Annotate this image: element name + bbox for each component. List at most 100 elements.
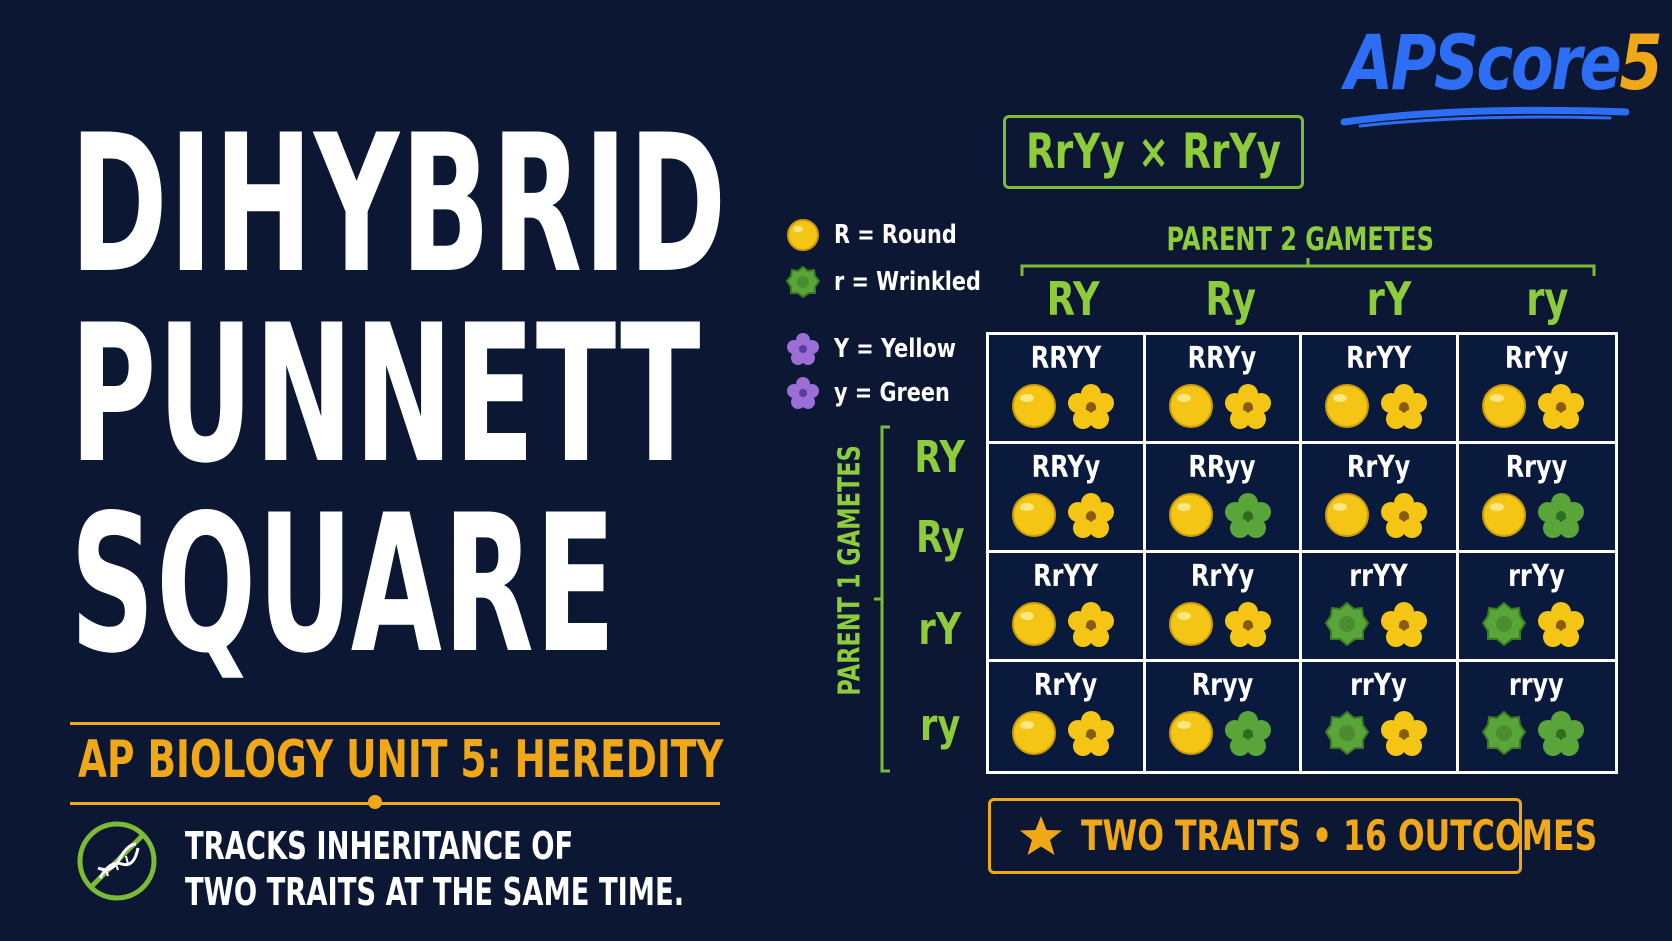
- wrinkled-seed-icon: [1481, 710, 1526, 756]
- logo-swoosh-icon: [1340, 106, 1630, 128]
- yellow-flower-icon: [1381, 384, 1427, 429]
- phenotype-icons: [1011, 492, 1115, 540]
- legend-yellow: Y = Yellow: [786, 332, 987, 366]
- punnett-cell: rrYy: [1302, 662, 1459, 771]
- round-seed-icon: [1012, 493, 1056, 537]
- phenotype-icons: [1324, 383, 1428, 431]
- yellow-flower-icon: [1381, 602, 1427, 647]
- dna-icon: [77, 821, 157, 901]
- title-line-2: PUNNETT: [70, 284, 702, 505]
- parent1-bracket: [874, 425, 890, 773]
- punnett-cell: RrYY: [1302, 335, 1459, 444]
- yellow-flower-icon: [1068, 711, 1114, 756]
- subtitle-rule-bottom: [70, 802, 720, 805]
- phenotype-icons: [1011, 601, 1115, 649]
- brand-logo: APScore5: [1345, 18, 1663, 107]
- parent2-gamete-2: Ry: [1205, 272, 1257, 326]
- title-line-1: DIHYBRID: [70, 94, 728, 315]
- parent2-gametes-label: PARENT 2 GAMETES: [1166, 220, 1434, 258]
- genotype-label: RRYy: [1031, 450, 1101, 485]
- wrinkled-seed-icon: [786, 265, 820, 299]
- punnett-cell: RrYy: [1458, 335, 1615, 444]
- green-flower-icon: [1224, 711, 1271, 756]
- tagline: TRACKS INHERITANCE OF TWO TRAITS AT THE …: [185, 823, 684, 915]
- parent2-gamete-4: ry: [1525, 272, 1569, 326]
- punnett-cell: RRyy: [1145, 444, 1302, 553]
- round-seed-icon: [1012, 711, 1056, 755]
- green-flower-icon: [1224, 493, 1271, 538]
- parent2-bracket: [1020, 258, 1596, 276]
- punnett-cell: rrYy: [1458, 553, 1615, 662]
- phenotype-icons: [1168, 492, 1272, 540]
- punnett-cell: RRYY: [989, 335, 1146, 444]
- punnett-cell: rrYY: [1302, 553, 1459, 662]
- punnett-cell: Rryy: [1458, 444, 1615, 553]
- punnett-cell: RRYy: [1145, 335, 1302, 444]
- phenotype-icons: [1481, 492, 1585, 540]
- title-line-3: SQUARE: [70, 474, 617, 695]
- legend-wrinkled: r = Wrinkled: [786, 265, 1018, 299]
- genotype-label: RRYY: [1030, 341, 1101, 376]
- subtitle: AP BIOLOGY UNIT 5: HEREDITY: [78, 730, 724, 790]
- cross-notation: RrYy × RrYy: [1025, 124, 1282, 180]
- wrinkled-seed-icon: [1324, 601, 1370, 647]
- genotype-label: RRYy: [1187, 341, 1257, 376]
- genotype-label: RrYy: [1347, 450, 1411, 485]
- green-flower-icon: [1537, 493, 1584, 538]
- star-icon: [1020, 816, 1062, 855]
- genotype-label: RrYy: [1034, 668, 1098, 703]
- punnett-cell: RrYy: [1302, 444, 1459, 553]
- punnett-cell: RrYy: [989, 662, 1146, 771]
- phenotype-icons: [1168, 601, 1272, 649]
- yellow-flower-icon: [1381, 493, 1427, 538]
- cross-box: RrYy × RrYy: [1003, 115, 1304, 189]
- round-seed-icon: [1012, 602, 1056, 646]
- round-seed-icon: [1168, 384, 1213, 428]
- round-seed-icon: [787, 219, 819, 251]
- parent2-gamete-3: rY: [1366, 272, 1412, 326]
- subtitle-rule-top: [70, 722, 720, 725]
- tagline-line-1: TRACKS INHERITANCE OF: [185, 824, 574, 868]
- genotype-label: RrYy: [1505, 341, 1569, 376]
- subtitle-dot: [368, 795, 382, 809]
- parent1-gamete-1: RY: [914, 432, 966, 483]
- genotype-label: rrYy: [1508, 559, 1566, 594]
- yellow-flower-icon: [1068, 493, 1114, 538]
- genotype-label: RRyy: [1188, 450, 1256, 485]
- punnett-cell: Rryy: [1146, 662, 1302, 771]
- round-seed-icon: [1168, 602, 1213, 646]
- genotype-label: RrYY: [1033, 559, 1099, 594]
- phenotype-icons: [1324, 492, 1428, 540]
- phenotype-icons: [1011, 710, 1115, 758]
- green-flower-icon: [1537, 711, 1584, 756]
- yellow-flower-icon: [1381, 711, 1427, 756]
- parent1-gamete-2: Ry: [915, 512, 965, 563]
- summary-text: TWO TRAITS • 16 OUTCOMES: [1081, 811, 1598, 860]
- genotype-label: rrYy: [1350, 668, 1408, 703]
- genotype-label: rryy: [1509, 668, 1565, 703]
- phenotype-icons: [1324, 601, 1428, 649]
- phenotype-icons: [1324, 710, 1428, 758]
- phenotype-icons: [1481, 710, 1585, 758]
- round-seed-icon: [1325, 384, 1369, 428]
- wrinkled-seed-icon: [1481, 601, 1526, 647]
- phenotype-icons: [1168, 710, 1272, 758]
- parent2-gamete-1: RY: [1046, 272, 1100, 326]
- genotype-label: rrYY: [1349, 559, 1408, 594]
- punnett-cell: RrYy: [1145, 553, 1302, 662]
- yellow-flower-icon: [1068, 602, 1114, 647]
- yellow-flower-icon: [1537, 384, 1584, 429]
- wrinkled-seed-icon: [1324, 710, 1370, 756]
- punnett-cell: RRYy: [989, 444, 1146, 553]
- yellow-flower-icon: [1068, 384, 1114, 429]
- genotype-label: RrYy: [1190, 559, 1254, 594]
- punnett-cell: RrYY: [989, 553, 1146, 662]
- round-seed-icon: [1012, 384, 1056, 428]
- legend-green: y = Green: [786, 376, 979, 410]
- parent1-gamete-4: ry: [919, 700, 961, 751]
- legend-round: R = Round: [786, 218, 987, 252]
- parent1-gametes-label: PARENT 1 GAMETES: [832, 445, 868, 696]
- yellow-flower-icon: [1224, 602, 1271, 647]
- tagline-line-2: TWO TRAITS AT THE SAME TIME.: [185, 870, 685, 914]
